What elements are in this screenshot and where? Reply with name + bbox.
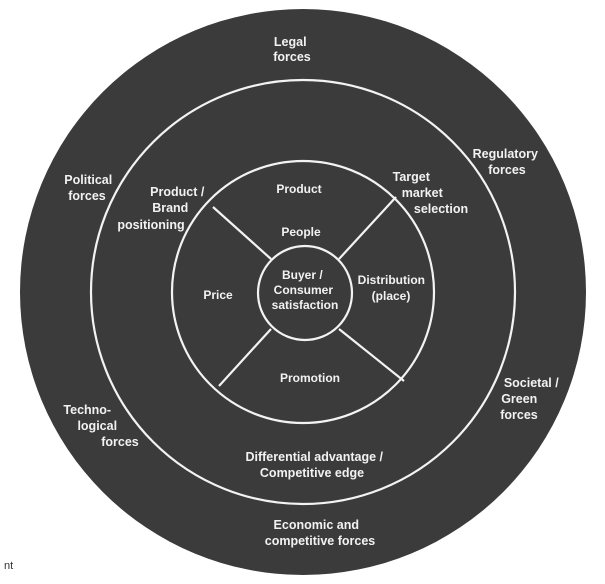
target-market-selection-label: Target market selection — [393, 170, 468, 216]
outer-disc — [20, 9, 586, 575]
product-label: Product — [276, 182, 321, 196]
divider-lower-left — [218, 328, 272, 387]
buyer-consumer-satisfaction-label: Buyer / Consumer satisfaction — [272, 268, 339, 312]
divider-lower-right — [338, 328, 405, 382]
price-label: Price — [203, 288, 233, 302]
differential-advantage-label: Differential advantage / Competitive edg… — [245, 450, 386, 480]
product-brand-positioning-label: Product / Brand positioning — [117, 185, 208, 232]
technological-forces-label: Techno- logical forces — [63, 403, 138, 449]
legal-forces-label: Legal forces — [273, 35, 311, 64]
political-forces-label: Political forces — [64, 173, 115, 203]
marketing-mix-ring-boundary — [170, 159, 436, 425]
strategy-ring-boundary — [89, 78, 517, 506]
page-corner-text: nt — [4, 560, 14, 572]
distribution-place-label: Distribution (place) — [358, 273, 429, 303]
regulatory-forces-label: Regulatory forces — [473, 147, 542, 177]
societal-green-forces-label: Societal / Green forces — [500, 376, 562, 422]
divider-upper-right — [338, 196, 397, 260]
promotion-label: Promotion — [280, 371, 340, 385]
divider-upper-left — [212, 206, 272, 260]
center-circle-boundary — [256, 244, 354, 342]
people-label: People — [281, 225, 321, 239]
economic-competitive-forces-label: Economic and competitive forces — [265, 518, 376, 548]
